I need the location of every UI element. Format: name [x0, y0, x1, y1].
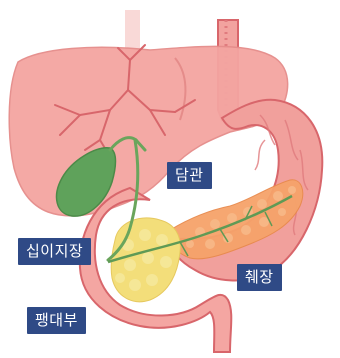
label-duodenum: 십이지장	[18, 238, 91, 265]
label-bile-duct: 담관	[167, 162, 212, 189]
label-ampulla: 팽대부	[27, 307, 86, 334]
label-pancreas: 췌장	[237, 264, 282, 291]
liver	[9, 46, 287, 216]
